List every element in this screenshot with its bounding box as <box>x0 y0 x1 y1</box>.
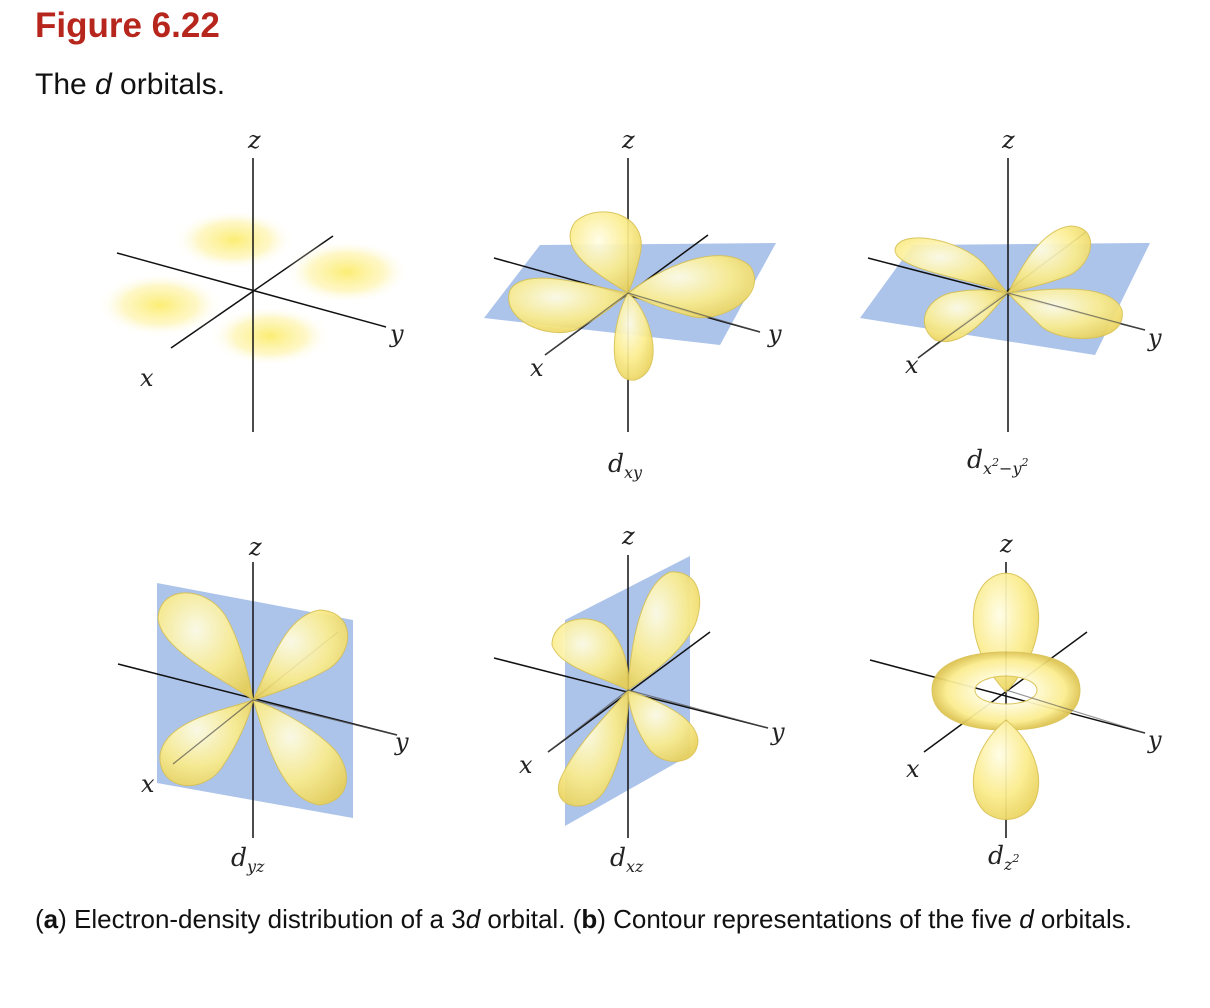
orbital-lobe <box>252 699 347 806</box>
figure-title: The d orbitals. <box>35 68 226 101</box>
z-axis-label: z <box>621 522 635 550</box>
orbital-lobe <box>894 237 1009 294</box>
density-panel: z y x <box>98 126 409 432</box>
y-axis-label: y <box>394 728 409 756</box>
z-axis-label: z <box>621 126 635 154</box>
orbital-lobe <box>613 292 654 381</box>
dxz-panel: z y x dxz <box>493 522 785 876</box>
dx2y2-panel: z y x dx2−y2 <box>860 126 1162 478</box>
orbital-lobe <box>159 699 254 786</box>
x-axis-label: x <box>530 354 544 382</box>
density-lobe <box>285 240 409 304</box>
orbital-lobe <box>1006 288 1123 339</box>
x-axis-label: x <box>140 364 154 392</box>
z-axis-label: z <box>247 126 261 154</box>
orbital-label: dxz <box>610 843 644 876</box>
y-axis-label: y <box>770 718 785 746</box>
dyz-panel: z y x dyz <box>117 533 409 876</box>
y-axis-label: y <box>1147 324 1162 352</box>
orbital-diagram: z y x z y x dxy <box>98 126 1162 876</box>
orbital-lobe <box>557 688 629 807</box>
density-lobe <box>174 210 294 270</box>
orbital-lobe <box>1007 225 1092 294</box>
x-axis-label: x <box>905 351 919 379</box>
orbital-lobe <box>627 571 701 691</box>
orbital-lobe <box>508 277 630 334</box>
orbital-torus <box>931 651 1081 731</box>
figure-label: Figure 6.22 <box>35 6 220 45</box>
orbital-label: dz2 <box>988 841 1019 874</box>
dxy-panel: z y x dxy <box>484 126 782 482</box>
orbital-lobe <box>551 618 629 691</box>
orbital-lobe <box>569 211 642 294</box>
z-axis-label: z <box>1001 126 1015 154</box>
orbital-lobe <box>972 719 1040 820</box>
x-axis-label: x <box>141 770 155 798</box>
orbital-lobe <box>252 609 349 701</box>
orbital-label: dyz <box>231 843 265 876</box>
density-lobe <box>98 273 222 337</box>
z-axis-label: z <box>999 530 1013 558</box>
orbital-label: dx2−y2 <box>967 445 1029 478</box>
z-axis-label: z <box>248 533 262 561</box>
x-axis-label: x <box>906 755 920 783</box>
x-axis-label: x <box>519 751 533 779</box>
orbital-lobe <box>923 289 1009 343</box>
figure-caption: (a) Electron-density distribution of a 3… <box>35 904 1132 934</box>
y-axis-label: y <box>767 320 782 348</box>
orbital-lobe <box>627 689 699 762</box>
y-axis-label: y <box>1147 726 1162 754</box>
density-lobe <box>210 306 330 366</box>
y-axis-label: y <box>389 320 404 348</box>
orbital-lobe <box>157 592 254 702</box>
dz2-panel: z y x dz2 <box>869 530 1162 874</box>
orbital-label: dxy <box>608 449 643 482</box>
